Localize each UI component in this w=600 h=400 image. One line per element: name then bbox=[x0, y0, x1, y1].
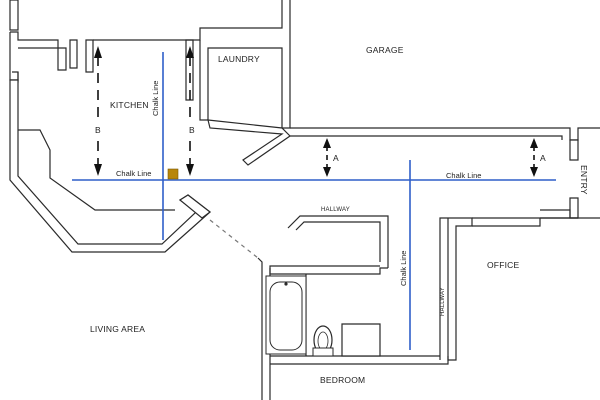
room-label-garage: GARAGE bbox=[366, 45, 404, 55]
kitchen-top-long-wall bbox=[93, 0, 283, 41]
kitchen-top-wall-line bbox=[10, 31, 67, 71]
chalk-line-label-kitchen-vertical: Chalk Line bbox=[151, 81, 160, 116]
room-label-hallway-upper: HALLWAY bbox=[321, 207, 350, 213]
measure-b-left-arrow-up-icon bbox=[94, 46, 102, 58]
toilet bbox=[312, 325, 334, 357]
room-label-living-area: LIVING AREA bbox=[90, 324, 145, 334]
bathtub bbox=[265, 275, 307, 355]
measurement-arrows: B B A A bbox=[93, 46, 546, 177]
chalk-line-label-horizontal-right: Chalk Line bbox=[446, 171, 481, 180]
kitchen-stub-wall-1 bbox=[69, 39, 78, 69]
office-left-wall bbox=[439, 217, 473, 361]
room-label-kitchen: KITCHEN bbox=[110, 100, 149, 110]
bedroom-top-wall bbox=[270, 355, 449, 365]
garage-bottom-wall-inner bbox=[290, 135, 563, 140]
room-label-hallway-side: HALLWAY bbox=[440, 287, 446, 316]
measure-a-right-arrow-up-icon bbox=[530, 138, 538, 148]
laundry-diagonal-wall bbox=[207, 119, 291, 166]
measure-b-left-label: B bbox=[95, 125, 101, 135]
kitchen-left-wall bbox=[9, 32, 19, 81]
bathroom-vanity bbox=[341, 323, 381, 357]
measure-a-right-arrow-down-icon bbox=[530, 167, 538, 177]
garage-bottom-wall bbox=[290, 127, 600, 141]
entry-wall-upper bbox=[569, 139, 579, 161]
hallway-mid-wall bbox=[269, 265, 388, 275]
chalk-line-label-hallway-vertical: Chalk Line bbox=[399, 251, 408, 286]
measure-a-left-arrow-down-icon bbox=[323, 167, 331, 177]
room-label-entry: ENTRY bbox=[579, 165, 589, 195]
living-area-opening bbox=[209, 219, 259, 259]
kitchen-stub-wall-2 bbox=[85, 39, 94, 73]
kitchen-counter-inner bbox=[18, 129, 175, 211]
measure-a-left-arrow-up-icon bbox=[323, 138, 331, 148]
measure-b-right-label: B bbox=[189, 125, 195, 135]
laundry-top-wall bbox=[199, 0, 291, 129]
room-label-bedroom: BEDROOM bbox=[320, 375, 365, 385]
measure-b-right-arrow-up-icon bbox=[186, 46, 194, 58]
laundry-inner-wall bbox=[185, 39, 194, 101]
intersection-marker bbox=[167, 168, 179, 180]
chalk-lines bbox=[72, 52, 556, 350]
kitchen-peninsula-wall bbox=[178, 194, 211, 219]
room-label-office: OFFICE bbox=[487, 260, 519, 270]
measure-b-left-arrow-down-icon bbox=[94, 164, 102, 176]
measure-a-left-label: A bbox=[333, 153, 339, 163]
kitchen-top-wall bbox=[9, 0, 19, 31]
entry-wall-lower bbox=[569, 197, 579, 219]
room-label-laundry: LAUNDRY bbox=[218, 54, 260, 64]
room-labels: KITCHEN LAUNDRY GARAGE OFFICE LIVING ARE… bbox=[90, 45, 589, 385]
walls bbox=[9, 0, 600, 400]
measure-b-right-arrow-down-icon bbox=[186, 164, 194, 176]
measure-a-right-label: A bbox=[540, 153, 546, 163]
hallway-upper-wall bbox=[287, 215, 389, 268]
office-top-wall bbox=[472, 217, 541, 227]
chalk-line-label-horizontal-left: Chalk Line bbox=[116, 169, 151, 178]
